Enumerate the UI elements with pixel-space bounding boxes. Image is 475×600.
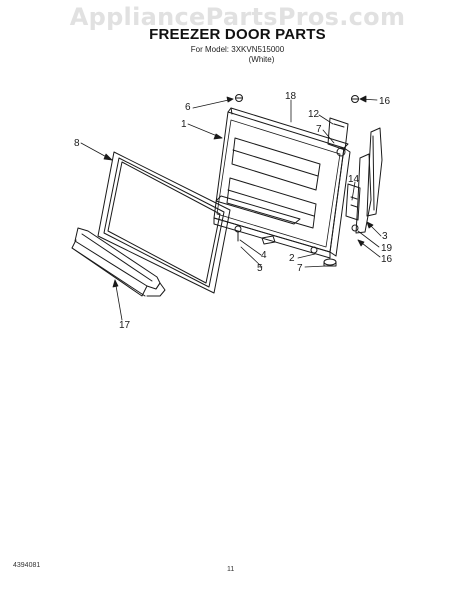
callout-label: 3 — [382, 231, 388, 242]
callout-label: 14 — [348, 174, 360, 185]
hardware — [234, 94, 359, 267]
document-number: 4394081 — [13, 562, 41, 569]
callout-label: 19 — [381, 243, 393, 254]
page-title: FREEZER DOOR PARTS — [149, 26, 326, 43]
variant-label: (White) — [248, 55, 275, 64]
upper-hinge — [327, 117, 349, 157]
model-line: For Model: 3XKVN515000 — [190, 45, 285, 54]
page-number: 11 — [227, 566, 235, 573]
callout-label: 5 — [257, 263, 263, 274]
door-liner — [213, 107, 351, 259]
callout-label: 6 — [185, 102, 191, 113]
door-handle — [71, 227, 166, 297]
callout-label: 8 — [74, 138, 80, 149]
watermark: AppliancePartsPros.com — [69, 3, 406, 31]
callout-label: 2 — [289, 253, 295, 264]
callout-label: 7 — [297, 263, 303, 274]
callout-label: 7 — [316, 124, 322, 135]
callout-label: 4 — [261, 250, 267, 261]
callout-label: 16 — [381, 254, 393, 265]
hinge-pin-bracket — [345, 183, 361, 221]
callout-label: 18 — [285, 91, 297, 102]
callout-labels: 6 1 8 18 12 7 16 14 3 19 16 4 5 2 7 17 — [74, 91, 393, 331]
callout-label: 1 — [181, 119, 187, 130]
door-gasket — [97, 151, 231, 294]
leader-lines — [80, 95, 382, 321]
handle-trim — [355, 127, 383, 234]
callout-label: 12 — [308, 109, 320, 120]
callout-label: 17 — [119, 320, 131, 331]
callout-label: 16 — [379, 96, 391, 107]
